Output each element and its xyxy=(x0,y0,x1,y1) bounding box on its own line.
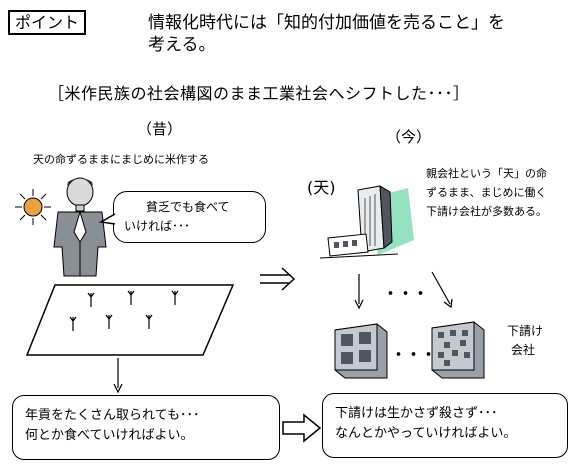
dots-top: ･･･ xyxy=(386,284,431,305)
present-summary-line-1: 下請けは生かさず殺さず･･･ xyxy=(335,406,498,421)
subcontractor-building-1-icon xyxy=(334,323,388,379)
arrow-down-icon xyxy=(113,358,123,394)
bubble-line-1: 貧乏でも食べて xyxy=(146,200,230,214)
farmer-figure-icon xyxy=(53,177,107,277)
arrow-down-sub-icon xyxy=(354,274,364,310)
sub-label-line-1: 下請け xyxy=(507,324,544,338)
headline-line-1: 情報化時代には「知的付加価値を売ること」を xyxy=(148,13,505,33)
past-summary-line-2: 何とか食べていければよい。 xyxy=(25,428,194,443)
past-label: （昔） xyxy=(137,120,183,138)
parent-company-building-icon xyxy=(319,185,414,259)
arrow-diagonal-icon xyxy=(431,271,453,309)
subcontractor-building-2-icon xyxy=(431,321,485,379)
note-line-1: 親会社という「天」の命 xyxy=(426,167,547,180)
present-summary-line-2: なんとかやっていければよい。 xyxy=(335,426,517,441)
rice-field-icon xyxy=(25,284,235,356)
point-tag: ポイント xyxy=(8,10,87,35)
subtitle: ［米作民族の社会構図のまま工業社会へシフトした･･･］ xyxy=(48,84,470,103)
sun-icon xyxy=(15,189,51,225)
dots-mid: ･･･ xyxy=(394,345,439,366)
headline-line-2: 考える。 xyxy=(148,35,216,55)
note-line-2: ずるまま、まじめに働く xyxy=(426,186,547,199)
present-summary-box: 下請けは生かさず殺さず･･･ なんとかやっていければよい。 xyxy=(322,393,568,458)
sub-label-line-2: 会社 xyxy=(511,343,536,357)
past-summary-box: 年貢をたくさん取られても･･･ 何とか食べていければよい。 xyxy=(12,395,280,460)
headline: 情報化時代には「知的付加価値を売ること」を 考える。 xyxy=(148,12,573,56)
transition-arrow-icon xyxy=(282,413,322,443)
past-speech-bubble: 貧乏でも食べて いければ･･･ xyxy=(113,191,266,243)
past-summary-line-1: 年貢をたくさん取られても･･･ xyxy=(25,408,200,423)
present-label: （今） xyxy=(386,128,432,146)
subcontractor-label: 下請け 会社 xyxy=(507,322,543,360)
bubble-line-2: いければ･･･ xyxy=(124,219,191,233)
note-line-3: 下請け会社が多数ある。 xyxy=(426,205,547,218)
bubble-tail xyxy=(98,213,116,225)
present-note: 親会社という「天」の命 ずるまま、まじめに働く 下請け会社が多数ある。 xyxy=(426,164,547,221)
heaven-label: (天) xyxy=(307,178,336,197)
past-caption: 天の命ずるままにまじめに米作する xyxy=(33,153,209,166)
implies-arrow-icon xyxy=(260,267,296,291)
